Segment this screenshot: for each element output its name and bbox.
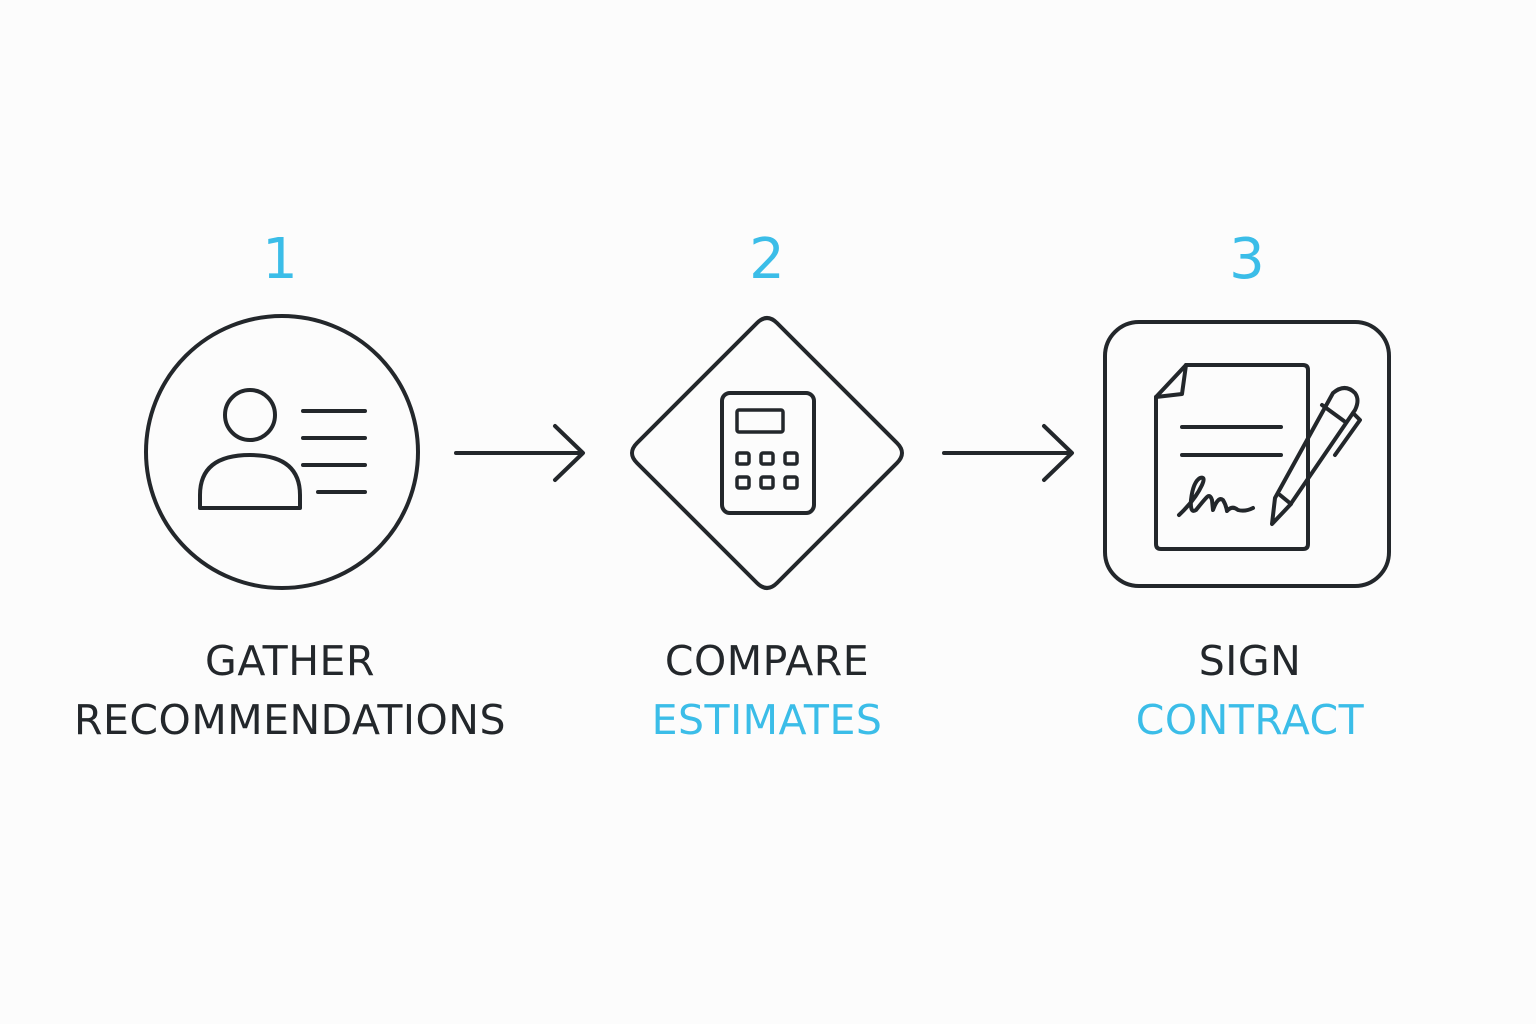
calculator-icon <box>720 391 816 515</box>
step-1-title: GATHER <box>205 637 375 685</box>
step-1-number: 1 <box>262 227 298 292</box>
signed-document-pen-icon <box>1154 363 1362 551</box>
step-3-subtitle: CONTRACT <box>1135 696 1365 744</box>
step-2-title: COMPARE <box>664 637 870 685</box>
step-3-title: SIGN <box>1198 637 1302 685</box>
step-3-rounded-square-frame <box>1103 320 1391 588</box>
step-1-subtitle: RECOMMENDATIONS <box>74 696 506 744</box>
person-card-icon <box>198 388 367 510</box>
step-3-number: 3 <box>1229 227 1265 292</box>
step-2-diamond-frame <box>630 316 904 590</box>
step-2-number: 2 <box>749 227 785 292</box>
arrow-right-icon <box>454 424 585 482</box>
step-2-subtitle: ESTIMATES <box>651 696 883 744</box>
arrow-right-icon <box>942 424 1074 482</box>
step-1-circle-frame <box>144 314 420 590</box>
